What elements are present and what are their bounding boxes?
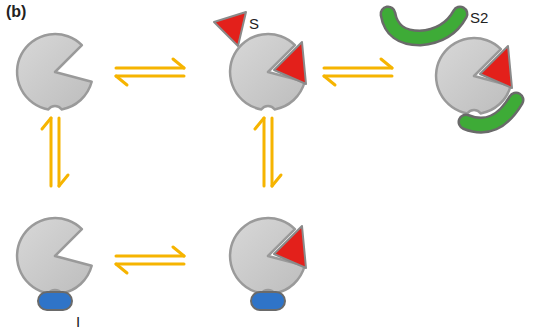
free-enzyme (17, 34, 92, 109)
bound-substrate-s (274, 226, 306, 268)
equilibrium-arrow (116, 247, 184, 273)
equilibrium-arrow (42, 118, 68, 186)
panel-label: (b) (6, 4, 26, 20)
equilibrium-arrow (255, 118, 281, 186)
bound-inhibitor (251, 292, 285, 310)
equilibrium-arrow (324, 59, 392, 85)
bound-substrate-s2 (466, 100, 516, 125)
enzyme-inhibitor-complex (17, 218, 92, 293)
substrate-name: S2 (470, 10, 488, 25)
substrate-s2-outline (388, 14, 460, 38)
bound-substrate-s2-outline (466, 100, 516, 125)
bound-substrate-s (480, 46, 512, 88)
equilibrium-arrow (116, 59, 184, 85)
substrate-name: S (249, 16, 259, 31)
inhibitor-name: I (76, 314, 80, 329)
substrate-s2 (388, 14, 460, 38)
substrate-s (214, 12, 246, 46)
bound-inhibitor (38, 292, 72, 310)
bound-substrate-s (274, 42, 306, 84)
